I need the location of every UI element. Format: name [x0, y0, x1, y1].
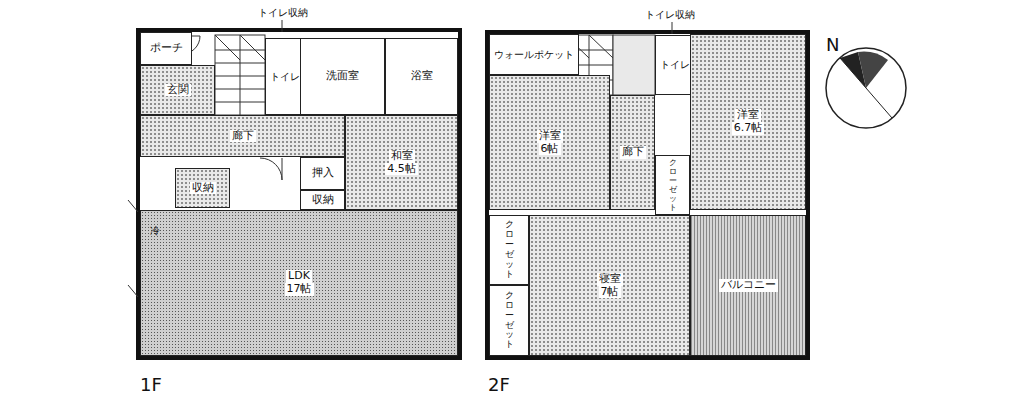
- room-area: 6帖: [539, 143, 561, 156]
- room: 浴室: [385, 38, 458, 115]
- leader-line: [282, 20, 283, 32]
- room-area: 17帖: [285, 283, 314, 296]
- room-area: 6.7帖: [732, 122, 765, 135]
- room: LDK17帖: [140, 210, 458, 356]
- window-mark: [128, 285, 138, 297]
- room-name: 洋室: [735, 109, 761, 122]
- room-name: バルコニー: [719, 279, 778, 292]
- room-name: 洗面室: [324, 70, 361, 83]
- room: クローゼット: [489, 215, 529, 285]
- window-mark: [128, 200, 138, 212]
- room: クローゼット: [655, 155, 690, 215]
- room-name: 廊下: [620, 146, 646, 159]
- room: 玄関: [140, 65, 215, 115]
- room-name: 寝室: [597, 273, 623, 286]
- compass: [826, 48, 906, 128]
- leader-line: [672, 22, 673, 34]
- stairs-symbol: [215, 35, 265, 115]
- room: クローゼット: [489, 285, 529, 356]
- room: 和室4.5帖: [345, 115, 458, 210]
- room-name: LDK: [286, 270, 312, 283]
- room-name: 収納: [190, 182, 216, 195]
- room-name: 洋室: [537, 130, 563, 143]
- room-name: 和室: [389, 150, 415, 163]
- room: 寝室7帖: [529, 215, 690, 356]
- room-name: 玄関: [165, 84, 191, 97]
- room: ウォールポケット: [489, 34, 579, 75]
- room: トイレ: [655, 35, 695, 95]
- room: 押入: [300, 157, 345, 190]
- floor-label: 1F: [140, 374, 162, 395]
- floor-label: 2F: [488, 374, 510, 395]
- room-name: クローゼット: [505, 220, 514, 279]
- note-label: トイレ収納: [645, 8, 695, 22]
- room-area: 7帖: [599, 286, 621, 299]
- room: 廊下: [140, 115, 345, 157]
- room: 洋室6.7帖: [690, 34, 806, 210]
- room-name: クローゼット: [505, 291, 514, 350]
- room-name: 廊下: [230, 130, 256, 143]
- note-label: 冷: [150, 224, 160, 238]
- room: 洋室6帖: [489, 75, 610, 210]
- north-mark: N: [826, 34, 839, 55]
- room-name: トイレ: [268, 71, 302, 82]
- room: 洗面室: [300, 38, 385, 115]
- room-name: クローゼット: [668, 158, 676, 211]
- room: バルコニー: [690, 215, 806, 356]
- room: 廊下: [610, 95, 655, 210]
- room: 収納: [175, 168, 230, 208]
- room-name: トイレ: [658, 59, 692, 70]
- wall-outline: [138, 30, 460, 358]
- room-name: 収納: [310, 194, 336, 207]
- room: ポーチ: [140, 32, 192, 65]
- room-name: ポーチ: [148, 42, 185, 55]
- room: トイレ: [265, 38, 305, 115]
- room: 収納: [300, 190, 345, 210]
- wall-outline: [487, 32, 808, 358]
- note-label: トイレ収納: [258, 6, 308, 20]
- room-name: 押入: [310, 167, 336, 180]
- room-name: ウォールポケット: [492, 49, 576, 60]
- room-area: 4.5帖: [385, 163, 418, 176]
- room-name: 浴室: [409, 70, 435, 83]
